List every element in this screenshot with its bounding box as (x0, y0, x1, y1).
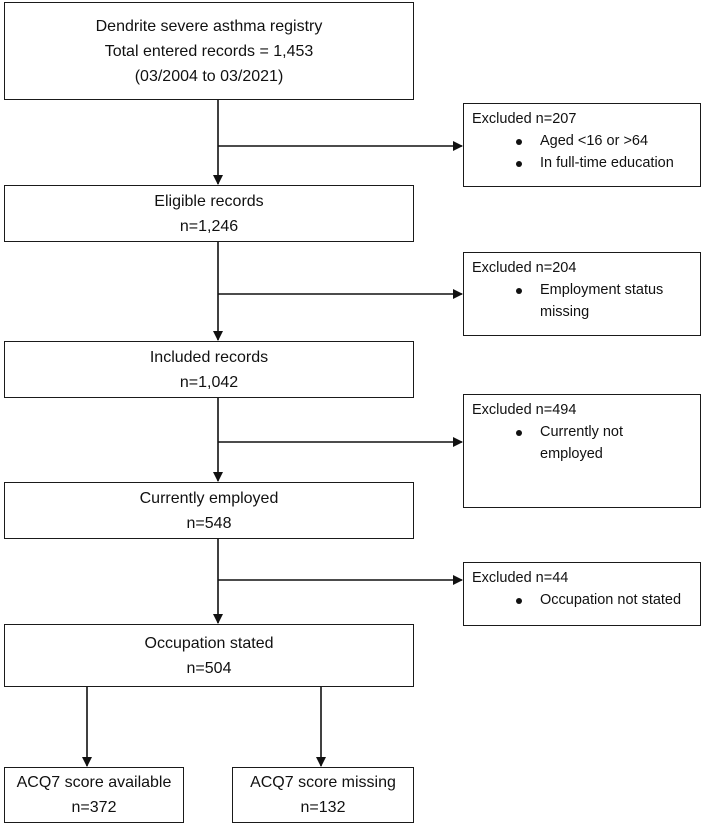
acq-missing-count: n=132 (300, 799, 346, 816)
exclusion-1-list: Aged <16 or >64 In full-time education (472, 130, 692, 174)
exclusion-3-reason-1: Currently not employed (540, 424, 624, 462)
registry-box: Dendrite severe asthma registry Total en… (4, 2, 414, 100)
exclusion-1-reason-1: Aged <16 or >64 (540, 133, 649, 149)
bullet-icon (516, 430, 522, 436)
list-item: Currently not employed (472, 421, 692, 465)
acq-missing-box: ACQ7 score missing n=132 (232, 767, 414, 823)
bullet-icon (516, 161, 522, 167)
exclusion-box-1: Excluded n=207 Aged <16 or >64 In full-t… (463, 103, 701, 187)
employed-box: Currently employed n=548 (4, 482, 414, 539)
acq-missing-title: ACQ7 score missing (250, 774, 396, 791)
bullet-icon (516, 139, 522, 145)
occupation-box: Occupation stated n=504 (4, 624, 414, 687)
included-count: n=1,042 (179, 373, 239, 391)
exclusion-box-3: Excluded n=494 Currently not employed (463, 394, 701, 508)
employed-title: Currently employed (139, 489, 279, 507)
exclusion-4-title: Excluded n=44 (472, 570, 569, 586)
employed-count: n=548 (186, 514, 232, 532)
list-item: Employment status missing (472, 279, 692, 323)
exclusion-2-list: Employment status missing (472, 279, 692, 323)
exclusion-2-title: Excluded n=204 (472, 260, 577, 276)
list-item: Aged <16 or >64 (472, 130, 692, 152)
eligible-title: Eligible records (154, 192, 264, 210)
exclusion-4-reason-1: Occupation not stated (540, 592, 682, 608)
exclusion-2-reason-1: Employment status missing (540, 282, 664, 320)
occupation-title: Occupation stated (144, 634, 274, 652)
list-item: In full-time education (472, 152, 692, 174)
exclusion-box-4: Excluded n=44 Occupation not stated (463, 562, 701, 626)
registry-period: (03/2004 to 03/2021) (134, 67, 284, 85)
acq-available-title: ACQ7 score available (16, 774, 172, 791)
exclusion-1-title: Excluded n=207 (472, 111, 577, 127)
exclusion-3-title: Excluded n=494 (472, 402, 577, 418)
acq-available-box: ACQ7 score available n=372 (4, 767, 184, 823)
occupation-count: n=504 (186, 659, 232, 677)
included-box: Included records n=1,042 (4, 341, 414, 398)
list-item: Occupation not stated (472, 589, 692, 611)
acq-available-count: n=372 (71, 799, 117, 816)
exclusion-1-reason-2: In full-time education (540, 155, 674, 171)
exclusion-4-list: Occupation not stated (472, 589, 692, 611)
registry-total: Total entered records = 1,453 (104, 42, 314, 60)
eligible-box: Eligible records n=1,246 (4, 185, 414, 242)
bullet-icon (516, 288, 522, 294)
exclusion-3-list: Currently not employed (472, 421, 692, 465)
registry-title: Dendrite severe asthma registry (95, 17, 323, 35)
exclusion-box-2: Excluded n=204 Employment status missing (463, 252, 701, 336)
eligible-count: n=1,246 (179, 217, 239, 235)
bullet-icon (516, 598, 522, 604)
included-title: Included records (149, 348, 269, 366)
